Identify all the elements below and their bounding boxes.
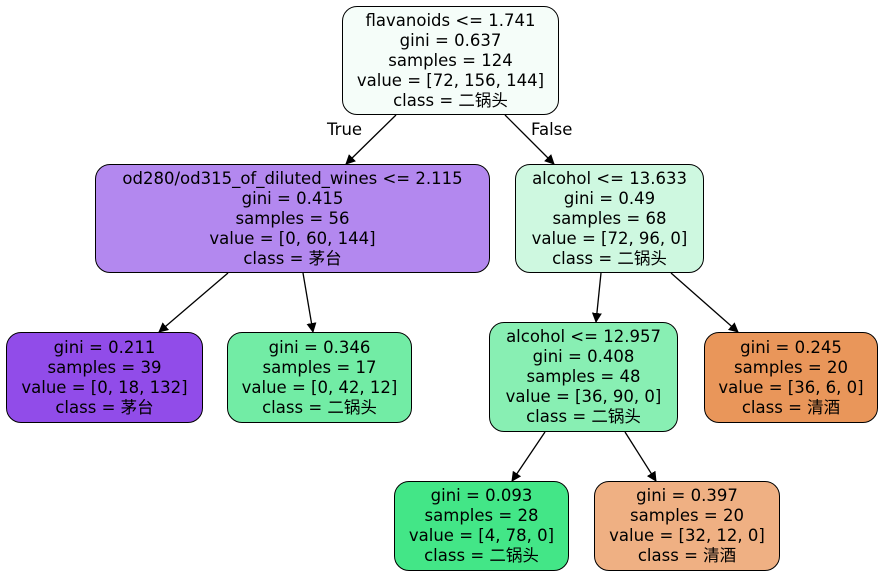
node-value: value = [72, 156, 144] — [356, 70, 545, 90]
node-gini: gini = 0.49 — [563, 188, 656, 208]
node-value: value = [4, 78, 0] — [408, 526, 555, 545]
node-class: class = 清酒 — [637, 546, 737, 565]
node-gini: gini = 0.408 — [532, 347, 635, 366]
node-class: class = 二锅头 — [552, 248, 667, 268]
edge-rl-to-rlr — [624, 431, 657, 482]
node-class: class = 二锅头 — [526, 407, 641, 426]
edge-left-to-lr — [302, 272, 317, 333]
node-gini: gini = 0.346 — [268, 337, 371, 357]
edge-left-to-ll — [158, 272, 229, 333]
node-value: value = [36, 6, 0] — [718, 377, 864, 397]
tree-leaf-lr: gini = 0.346 samples = 17 value = [0, 42… — [227, 332, 412, 423]
node-value: value = [0, 42, 12] — [241, 377, 398, 397]
tree-leaf-rr: gini = 0.245 samples = 20 value = [36, 6… — [704, 332, 878, 423]
node-samples: samples = 56 — [235, 208, 350, 228]
node-gini: gini = 0.415 — [241, 188, 344, 208]
node-split-rule: alcohol <= 12.957 — [506, 327, 661, 346]
tree-node-left: od280/od315_of_diluted_wines <= 2.115 gi… — [95, 164, 490, 273]
tree-node-right: alcohol <= 13.633 gini = 0.49 samples = … — [515, 164, 704, 273]
edge-right-to-rr — [670, 272, 739, 333]
node-split-rule: flavanoids <= 1.741 — [365, 10, 536, 30]
node-samples: samples = 28 — [424, 506, 539, 525]
node-class: class = 茅台 — [55, 397, 154, 417]
node-samples: samples = 17 — [262, 357, 377, 377]
node-value: value = [32, 12, 0] — [609, 526, 765, 545]
node-class: class = 茅台 — [243, 248, 342, 268]
node-class: class = 二锅头 — [424, 546, 539, 565]
edge-right-to-rl — [591, 272, 602, 323]
node-samples: samples = 20 — [630, 506, 744, 525]
node-split-rule: alcohol <= 13.633 — [532, 168, 687, 188]
edge-label-false: False — [531, 120, 573, 139]
node-value: value = [0, 18, 132] — [21, 377, 188, 397]
node-class: class = 二锅头 — [393, 90, 508, 110]
node-split-rule: od280/od315_of_diluted_wines <= 2.115 — [122, 168, 463, 188]
node-samples: samples = 124 — [388, 50, 513, 70]
node-class: class = 二锅头 — [262, 397, 377, 417]
edge-root-to-right — [504, 114, 555, 165]
node-value: value = [0, 60, 144] — [209, 228, 376, 248]
node-gini: gini = 0.093 — [430, 486, 533, 505]
tree-leaf-rll: gini = 0.093 samples = 28 value = [4, 78… — [394, 481, 569, 571]
tree-node-root: flavanoids <= 1.741 gini = 0.637 samples… — [342, 6, 559, 115]
tree-leaf-ll: gini = 0.211 samples = 39 value = [0, 18… — [6, 332, 203, 423]
node-samples: samples = 68 — [552, 208, 667, 228]
edge-label-true: True — [327, 120, 363, 139]
node-gini: gini = 0.211 — [53, 337, 156, 357]
node-class: class = 清酒 — [741, 397, 841, 417]
node-gini: gini = 0.397 — [636, 486, 738, 505]
node-gini: gini = 0.637 — [399, 30, 502, 50]
tree-leaf-rlr: gini = 0.397 samples = 20 value = [32, 1… — [594, 481, 780, 571]
node-gini: gini = 0.245 — [740, 337, 842, 357]
node-value: value = [36, 90, 0] — [505, 387, 662, 406]
node-value: value = [72, 96, 0] — [531, 228, 688, 248]
edge-rl-to-rll — [511, 431, 546, 482]
edge-root-to-left — [345, 114, 397, 165]
node-samples: samples = 20 — [734, 357, 848, 377]
node-samples: samples = 39 — [47, 357, 162, 377]
tree-node-rl: alcohol <= 12.957 gini = 0.408 samples =… — [489, 322, 678, 432]
node-samples: samples = 48 — [526, 367, 641, 386]
